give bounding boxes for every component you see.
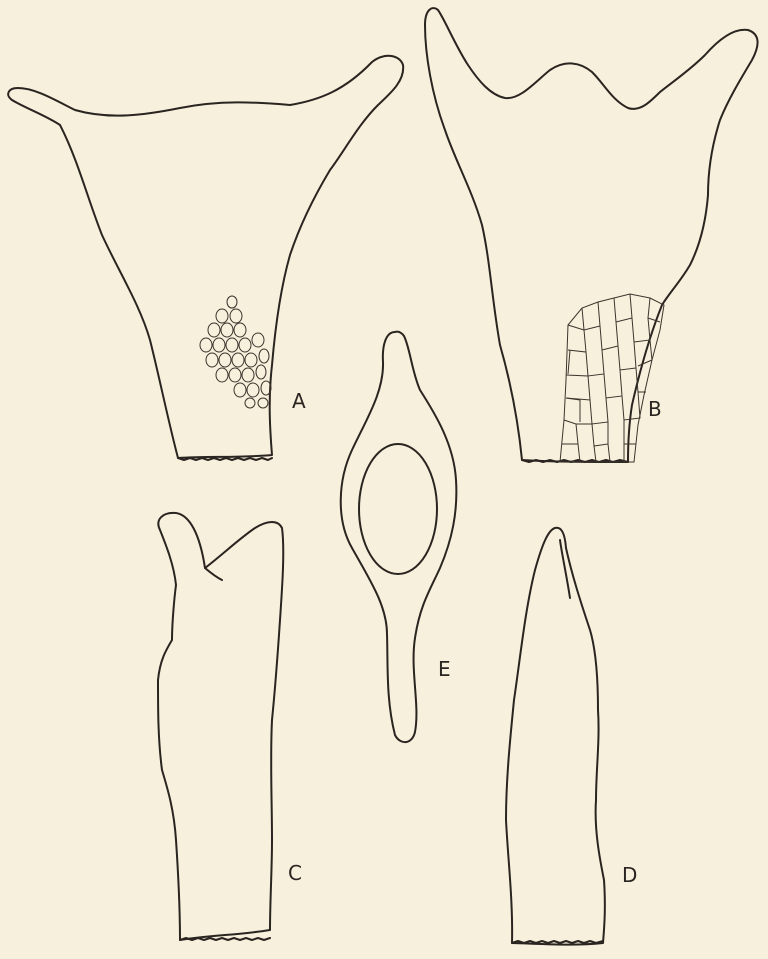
figure-a-outline: [8, 56, 403, 458]
figure-c-label: C: [288, 861, 302, 885]
figure-c-fold-line: [205, 568, 222, 580]
figure-a-cell-patch: [200, 296, 271, 408]
figure-e-central-ring: [359, 444, 437, 574]
figure-b-cell-patch: [560, 294, 664, 462]
figure-c: C: [158, 513, 302, 940]
figure-a-label: A: [292, 389, 306, 413]
figure-e-label: E: [438, 657, 451, 681]
figure-b-label: B: [648, 397, 662, 421]
figure-b-outline: [425, 8, 758, 462]
figure-d-label: D: [622, 863, 637, 887]
figure-d: D: [506, 528, 637, 945]
figure-a: A: [8, 56, 403, 460]
figure-d-outline: [506, 528, 605, 945]
figure-c-outline: [158, 513, 283, 940]
figure-e: E: [341, 332, 457, 743]
figure-a-base: [178, 458, 272, 460]
figure-d-base: [512, 941, 603, 943]
figure-d-fold-line: [560, 540, 570, 598]
figure-b: B: [425, 8, 758, 462]
